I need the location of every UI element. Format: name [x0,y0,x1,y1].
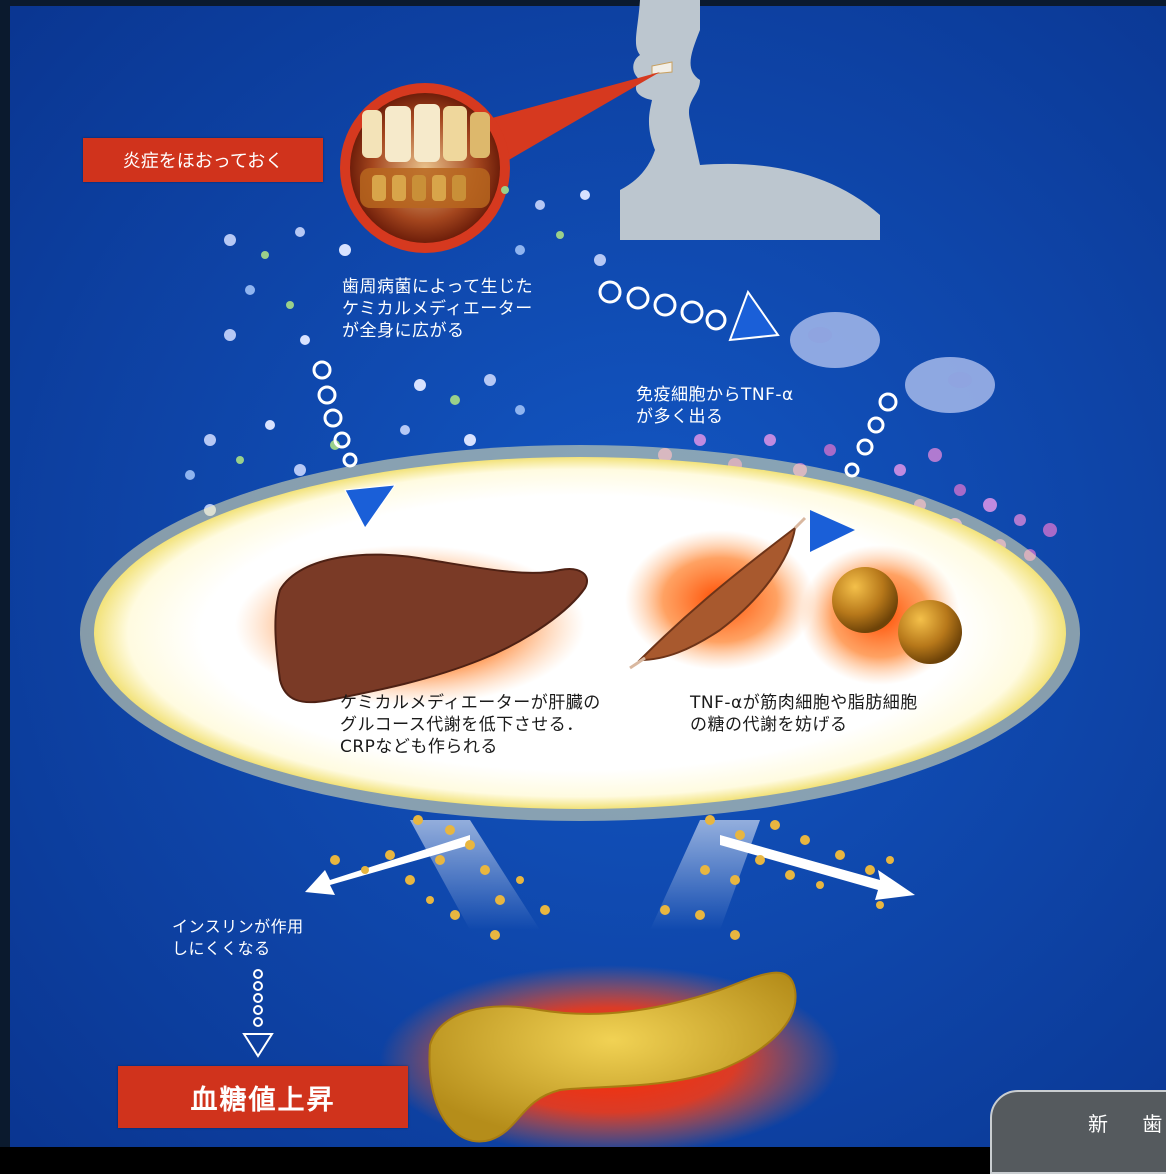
tnf-line-2: が多く出る [636,406,794,428]
corner-tab: 新 歯 [990,1090,1166,1174]
muscle-fat-line-1: TNF-αが筋肉細胞や脂肪細胞 [690,692,918,714]
diagram-canvas: 炎症をほおっておく 歯周病菌によって生じた ケミカルメディエーター が全身に広が… [0,0,1166,1147]
top-border [0,0,1166,6]
liver-line-1: ケミカルメディエーターが肝臓の [340,692,601,714]
mediator-line-1: 歯周病菌によって生じた [342,276,533,298]
mouth-photo-icon [340,83,510,253]
muscle-fat-effect-label: TNF-αが筋肉細胞や脂肪細胞 の糖の代謝を妨げる [690,692,918,736]
mediator-line-3: が全身に広がる [342,320,533,342]
corner-tab-label: 新 歯 [1088,1108,1166,1137]
insulin-line-2: しにくくなる [172,938,304,960]
muscle-fat-line-2: の糖の代謝を妨げる [690,714,918,736]
insulin-line-1: インスリンが作用 [172,916,304,938]
inflammation-label: 炎症をほおっておく [123,147,284,173]
liver-line-2: グルコース代謝を低下させる． [340,714,601,736]
blood-sugar-tag: 血糖値上昇 [118,1066,408,1128]
liver-effect-label: ケミカルメディエーターが肝臓の グルコース代謝を低下させる． CRPなども作られ… [340,692,601,758]
mediator-line-2: ケミカルメディエーター [342,298,533,320]
tnf-line-1: 免疫細胞からTNF-α [636,384,794,406]
liver-line-3: CRPなども作られる [340,736,601,758]
insulin-label: インスリンが作用 しにくくなる [172,916,304,960]
tnf-release-label: 免疫細胞からTNF-α が多く出る [636,384,794,428]
inflammation-tag: 炎症をほおっておく [83,138,323,182]
left-border [0,0,10,1147]
mediator-spread-label: 歯周病菌によって生じた ケミカルメディエーター が全身に広がる [342,276,533,342]
blood-sugar-label: 血糖値上昇 [191,1078,336,1117]
